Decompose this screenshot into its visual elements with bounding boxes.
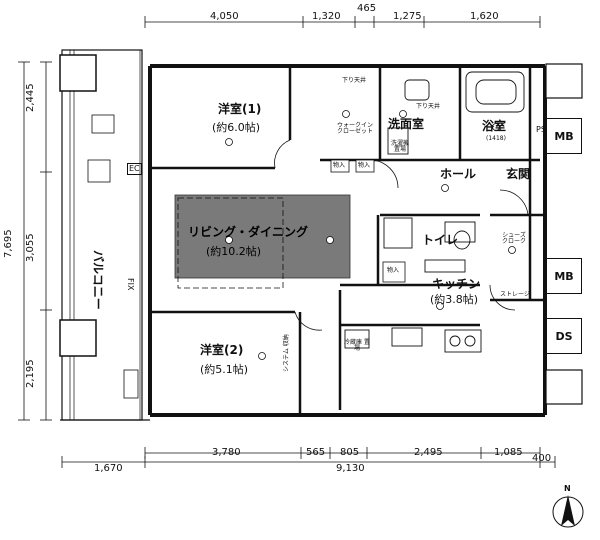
small-symbols [225, 110, 516, 360]
balcony-structure [59, 49, 150, 421]
room-walkin: ウォークイン クローゼット [336, 122, 373, 135]
fixtures [344, 71, 525, 353]
top-dimension-lines [18, 16, 556, 468]
fridge-label: 冷蔵庫 置場 [344, 339, 370, 352]
mb-box-2: MB [546, 258, 582, 294]
mb-box-1: MB [546, 118, 582, 154]
room-balcony: バルコニー [91, 250, 105, 310]
room-shoes: シューズ クローク [501, 232, 526, 245]
dim-left-2: 7,695 [3, 229, 14, 258]
dim-left-4: 2,195 [25, 359, 36, 388]
room-system: システム 収納 [283, 334, 290, 372]
ds-label: DS [555, 329, 573, 343]
dim-top-5: 1,620 [470, 11, 499, 22]
room-western2-size: (約5.1帖) [200, 363, 249, 376]
dim-top-2: 1,320 [312, 11, 341, 22]
mb-label-2: MB [554, 269, 574, 283]
room-washroom: 洗面室 [388, 117, 425, 131]
mono-label-1: 物入 [333, 162, 346, 169]
ec-label: EC [127, 163, 142, 175]
dim-bottom-5: 1,085 [494, 447, 523, 458]
dim-bottom-8: 400 [532, 453, 552, 464]
room-western1-size: (約6.0帖) [212, 121, 261, 134]
mono-label-3: 物入 [387, 267, 400, 274]
dim-top-4: 1,275 [393, 11, 422, 22]
north-label: N [564, 484, 571, 493]
exterior-walls [148, 64, 547, 417]
interior-walls [150, 66, 545, 415]
room-entrance: 玄関 [506, 167, 531, 181]
dim-bottom-4: 2,495 [414, 447, 443, 458]
ceiling-line [177, 197, 284, 289]
sagariten-label-1: 下り天井 [342, 77, 367, 84]
washer-label: 洗濯機 置場 [390, 140, 409, 153]
mono-label-2: 物入 [358, 162, 371, 169]
dim-bottom-2: 565 [306, 447, 326, 458]
ds-box: DS [546, 318, 582, 354]
living-floor-shade [174, 194, 351, 279]
mb-label-1: MB [554, 129, 574, 143]
dim-bottom-6: 1,670 [94, 463, 123, 474]
room-hall: ホール [440, 167, 477, 181]
room-living-name: リビング・ダイニング [188, 225, 309, 239]
room-kitchen-size: (約3.8帖) [430, 293, 479, 306]
dim-bottom-3: 805 [340, 447, 360, 458]
room-storage: ストレージ [500, 291, 530, 298]
fix-label: FIX [126, 278, 135, 291]
dim-bottom-7: 9,130 [336, 463, 365, 474]
dim-left-3: 3,055 [25, 233, 36, 262]
room-toilet: トイレ [422, 233, 459, 247]
dim-top-1: 4,050 [210, 11, 239, 22]
right-shafts [545, 63, 583, 405]
room-western2-name: 洋室(2) [200, 343, 244, 357]
dim-top-3: 465 [357, 3, 377, 14]
ps-label: PS [536, 125, 546, 134]
room-bath-name: 浴室 [482, 119, 507, 133]
dim-left-1: 2,445 [25, 83, 36, 112]
sagariten-label-2: 下り天井 [416, 103, 441, 110]
north-arrow-icon [552, 495, 584, 528]
room-western1-name: 洋室(1) [218, 102, 262, 116]
room-bath-size: (1418) [486, 135, 506, 142]
room-kitchen-name: キッチン [432, 277, 481, 291]
dim-bottom-1: 3,780 [212, 447, 241, 458]
room-living-size: (約10.2帖) [206, 245, 262, 258]
